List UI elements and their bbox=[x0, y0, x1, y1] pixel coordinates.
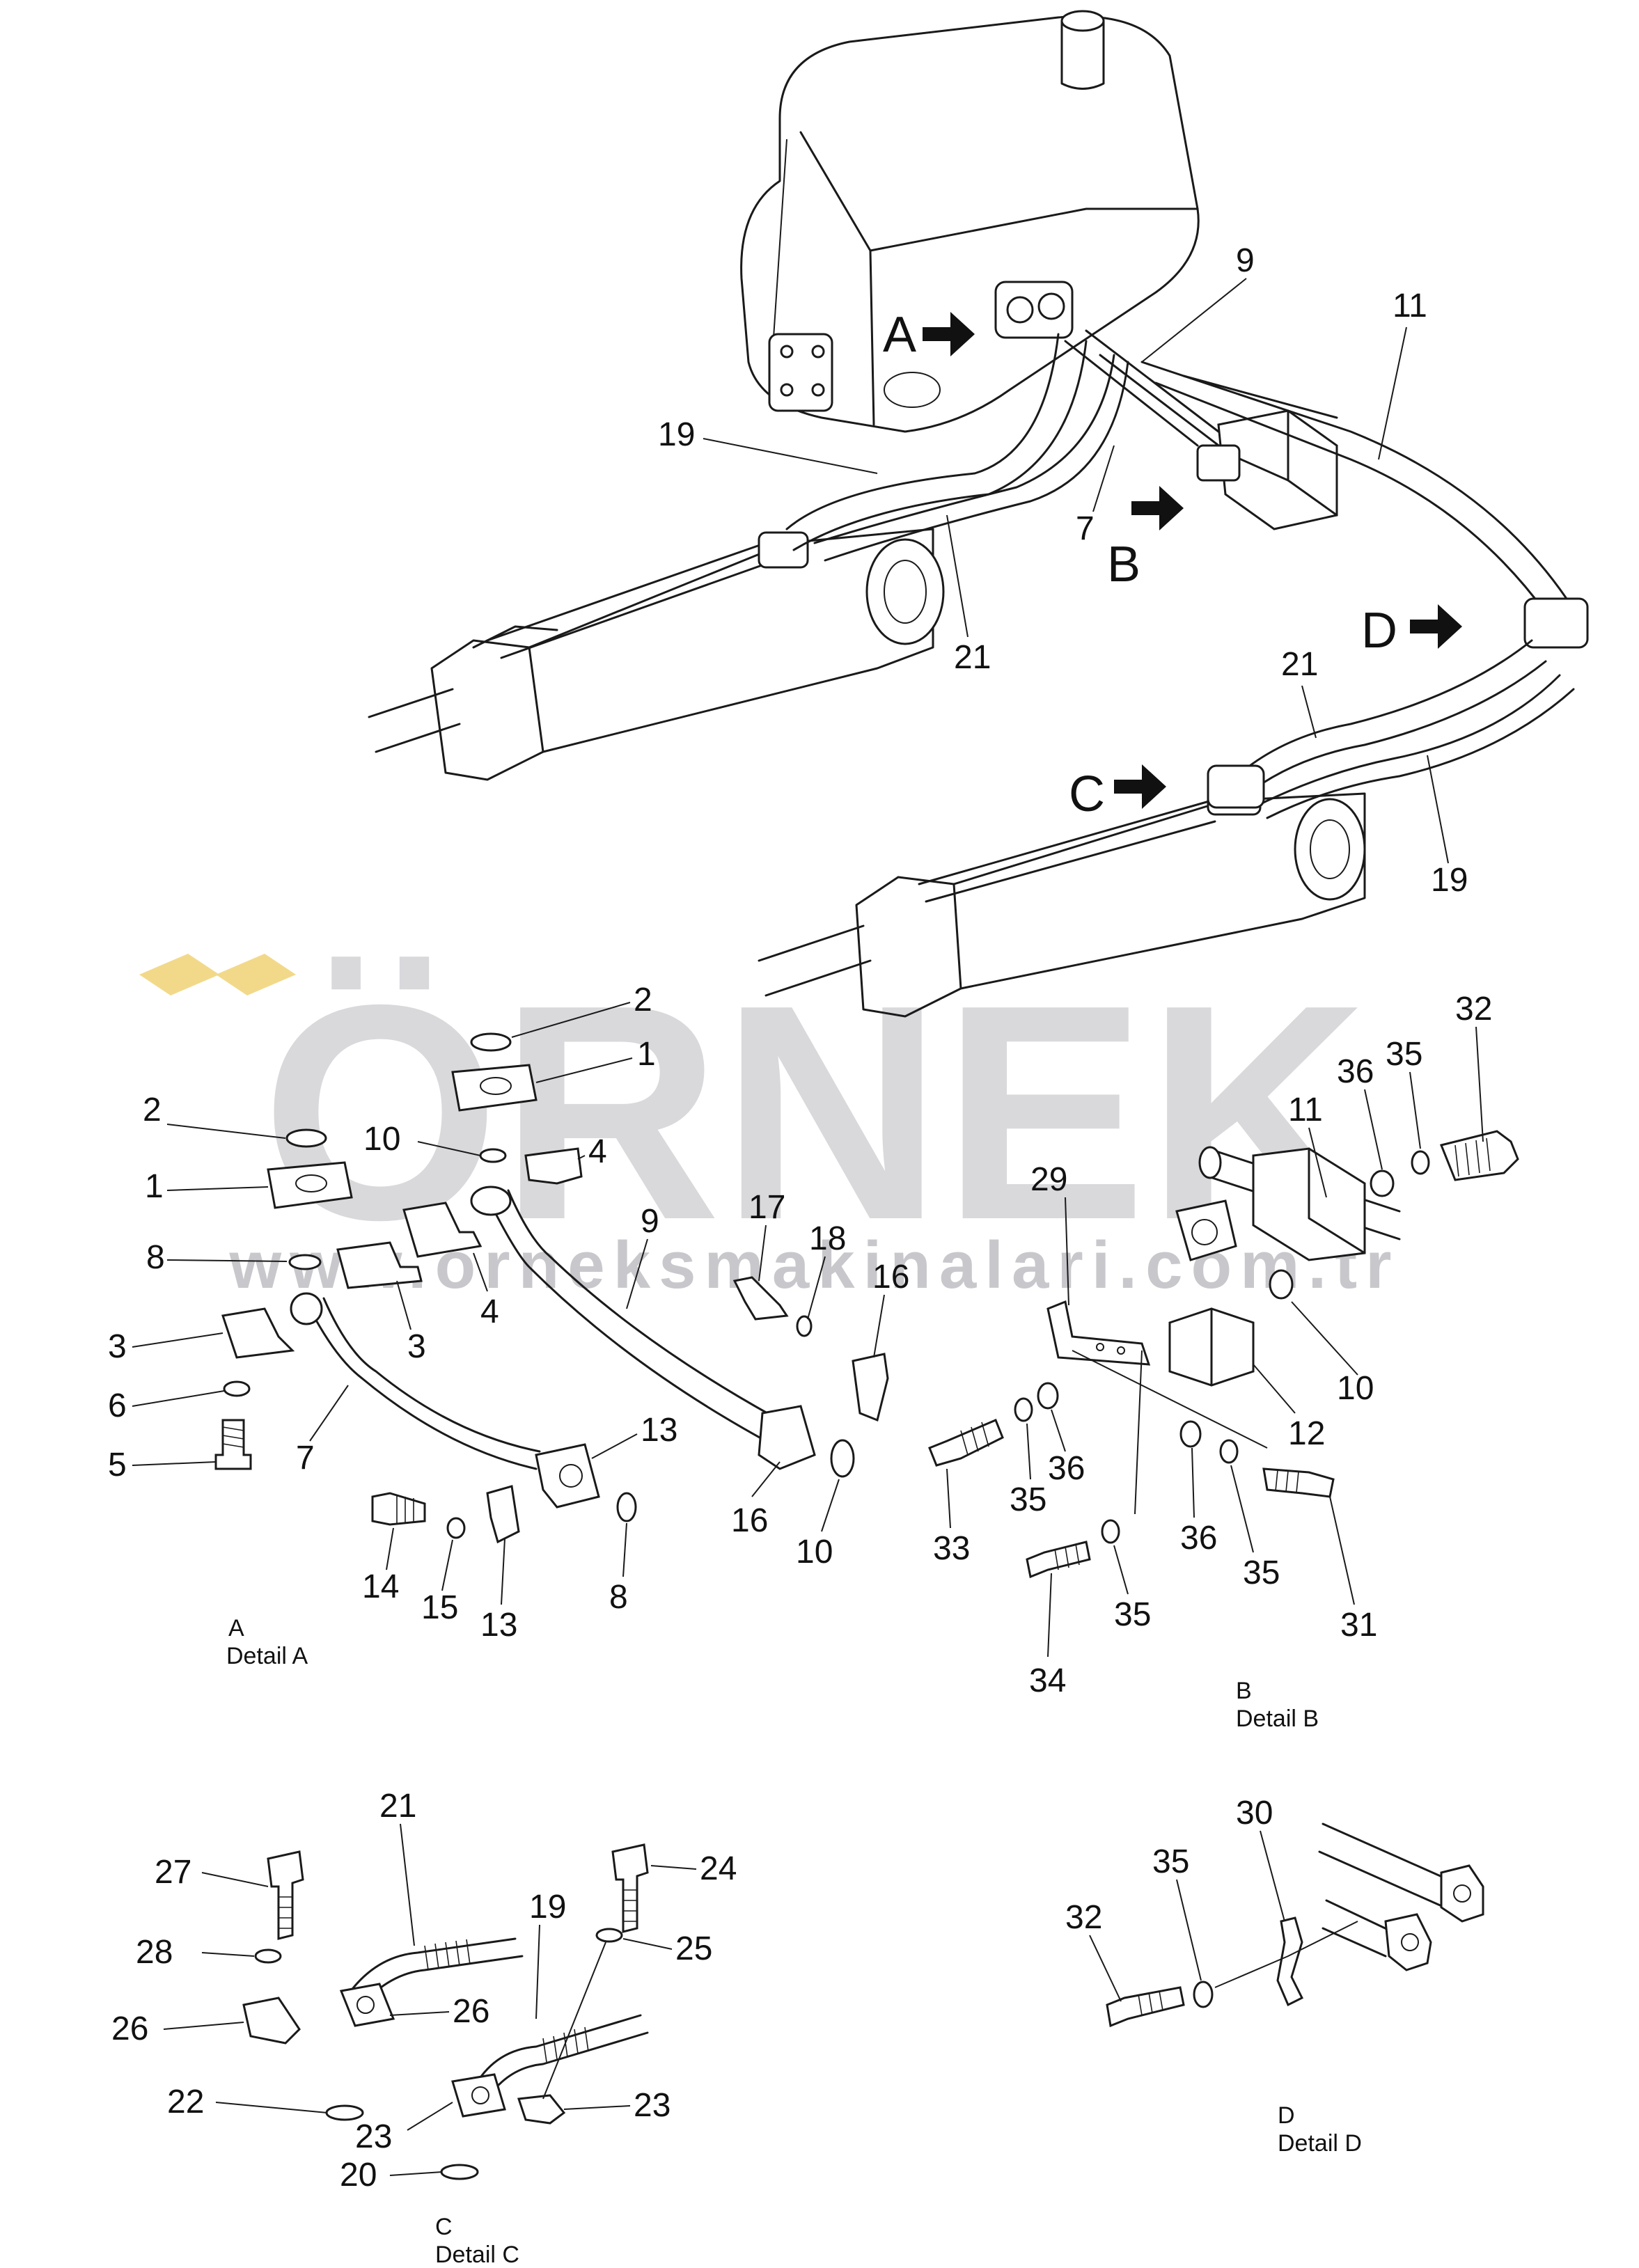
watermark-accent-right bbox=[216, 954, 296, 995]
detail-a-callouts: 2 1 10 4 2 1 8 4 3 9 3 6 5 7 bbox=[108, 982, 909, 1644]
arrow-icon bbox=[1114, 764, 1166, 809]
lower-hoses bbox=[1207, 639, 1575, 819]
main-callouts: 9 11 19 7 21 21 19 bbox=[658, 242, 1468, 899]
callout-23-b: 23 bbox=[634, 2087, 670, 2124]
callout-19-detail: 19 bbox=[529, 1889, 566, 1926]
callout-17: 17 bbox=[748, 1189, 785, 1226]
detail-d-label: Detail D bbox=[1278, 2130, 1362, 2157]
detail-b-callouts: 32 35 36 11 29 10 12 36 35 33 36 35 35 bbox=[933, 991, 1492, 1699]
callout-4-b: 4 bbox=[480, 1293, 499, 1330]
callout-6: 6 bbox=[108, 1387, 127, 1424]
callout-30: 30 bbox=[1236, 1795, 1273, 1832]
callout-7: 7 bbox=[1076, 510, 1095, 547]
arrow-icon bbox=[1410, 604, 1462, 649]
callout-2: 2 bbox=[634, 982, 652, 1018]
callout-19-lower: 19 bbox=[1431, 862, 1468, 899]
callout-33: 33 bbox=[933, 1530, 970, 1567]
callout-26: 26 bbox=[111, 2010, 148, 2047]
detail-a-mark: A bbox=[228, 1615, 244, 1641]
callout-21-detail: 21 bbox=[379, 1788, 416, 1825]
valve-block bbox=[1196, 409, 1338, 530]
callout-35-b: 35 bbox=[1010, 1481, 1046, 1518]
callout-13: 13 bbox=[641, 1412, 677, 1449]
callout-36-b: 36 bbox=[1048, 1450, 1085, 1487]
callout-8-b: 8 bbox=[609, 1579, 628, 1616]
detail-b: 32 35 36 11 29 10 12 36 35 33 36 35 35 bbox=[928, 991, 1519, 1732]
callout-19: 19 bbox=[658, 416, 695, 453]
callout-35-d: 35 bbox=[1114, 1596, 1151, 1633]
flange-part bbox=[451, 1064, 538, 1112]
callout-16-b: 16 bbox=[872, 1259, 909, 1296]
callout-35-detail-d: 35 bbox=[1152, 1843, 1189, 1880]
callout-13-b: 13 bbox=[480, 1607, 517, 1644]
callout-12: 12 bbox=[1288, 1415, 1325, 1452]
callout-28: 28 bbox=[136, 1934, 173, 1971]
callout-25: 25 bbox=[675, 1930, 712, 1967]
callout-9-detail: 9 bbox=[641, 1203, 659, 1240]
detail-d-callouts: 30 35 32 bbox=[1065, 1795, 1285, 2002]
callout-2-left: 2 bbox=[143, 1092, 162, 1128]
callout-21-lower: 21 bbox=[1281, 646, 1318, 683]
detail-c-callouts: 21 27 28 26 26 19 24 25 22 23 23 20 bbox=[111, 1788, 737, 2194]
callout-36: 36 bbox=[1337, 1053, 1374, 1090]
callout-11: 11 bbox=[1393, 288, 1427, 324]
callout-8: 8 bbox=[146, 1239, 165, 1276]
upper-hoses bbox=[785, 329, 1234, 562]
callout-24: 24 bbox=[700, 1850, 737, 1887]
callout-29: 29 bbox=[1030, 1161, 1067, 1198]
detail-a-label: Detail A bbox=[226, 1643, 308, 1669]
callout-21: 21 bbox=[954, 639, 991, 676]
callout-10-detail-b: 10 bbox=[1337, 1370, 1374, 1407]
upper-cylinder bbox=[368, 528, 945, 781]
view-mark-d: D bbox=[1361, 603, 1397, 659]
callout-26-b: 26 bbox=[453, 1993, 489, 2030]
callout-10-b: 10 bbox=[796, 1534, 833, 1570]
callout-4: 4 bbox=[588, 1133, 607, 1170]
callout-31: 31 bbox=[1340, 1607, 1377, 1644]
callout-11-detail: 11 bbox=[1288, 1092, 1323, 1128]
callout-3: 3 bbox=[407, 1328, 426, 1365]
callout-34: 34 bbox=[1029, 1662, 1066, 1699]
pipe-11 bbox=[1140, 361, 1589, 649]
detail-b-label: Detail B bbox=[1236, 1706, 1319, 1732]
arrow-icon bbox=[923, 312, 975, 356]
main-assembly: A B C D 9 11 19 7 21 21 19 bbox=[368, 10, 1589, 1018]
hydraulic-tank bbox=[740, 10, 1200, 433]
view-arrows: A B C D bbox=[883, 307, 1462, 822]
callout-36-c: 36 bbox=[1180, 1520, 1217, 1557]
callout-27: 27 bbox=[155, 1854, 191, 1891]
callout-35: 35 bbox=[1386, 1036, 1422, 1073]
callout-14: 14 bbox=[362, 1568, 399, 1605]
view-mark-c: C bbox=[1069, 766, 1105, 822]
callout-3-left: 3 bbox=[108, 1328, 127, 1365]
callout-22: 22 bbox=[167, 2084, 204, 2120]
callout-15: 15 bbox=[421, 1589, 458, 1626]
callout-9: 9 bbox=[1236, 242, 1255, 279]
callout-1: 1 bbox=[637, 1036, 656, 1073]
callout-18: 18 bbox=[809, 1220, 846, 1257]
detail-d-mark: D bbox=[1278, 2102, 1295, 2129]
callout-5: 5 bbox=[108, 1447, 127, 1483]
callout-23: 23 bbox=[355, 2118, 392, 2155]
callout-16: 16 bbox=[731, 1502, 768, 1539]
watermark-accent-left bbox=[139, 954, 219, 995]
detail-c-label: Detail C bbox=[435, 2242, 519, 2268]
o-ring bbox=[470, 1032, 512, 1052]
callout-20: 20 bbox=[340, 2157, 377, 2194]
callout-32-detail-d: 32 bbox=[1065, 1899, 1102, 1936]
callout-35-c: 35 bbox=[1243, 1554, 1280, 1591]
view-mark-b: B bbox=[1107, 537, 1140, 592]
detail-a: 2 1 10 4 2 1 8 4 3 9 3 6 5 7 bbox=[108, 982, 909, 1669]
detail-b-mark: B bbox=[1236, 1678, 1252, 1704]
callout-1-left: 1 bbox=[145, 1168, 164, 1205]
detail-d: 30 35 32 D Detail D bbox=[1065, 1795, 1484, 2157]
detail-c: 21 27 28 26 26 19 24 25 22 23 23 20 bbox=[111, 1788, 737, 2268]
view-mark-a: A bbox=[883, 307, 916, 363]
callout-7-detail: 7 bbox=[296, 1440, 315, 1476]
detail-c-mark: C bbox=[435, 2214, 453, 2240]
arrow-icon bbox=[1131, 486, 1184, 530]
callout-10: 10 bbox=[363, 1121, 400, 1158]
callout-32: 32 bbox=[1455, 991, 1492, 1027]
